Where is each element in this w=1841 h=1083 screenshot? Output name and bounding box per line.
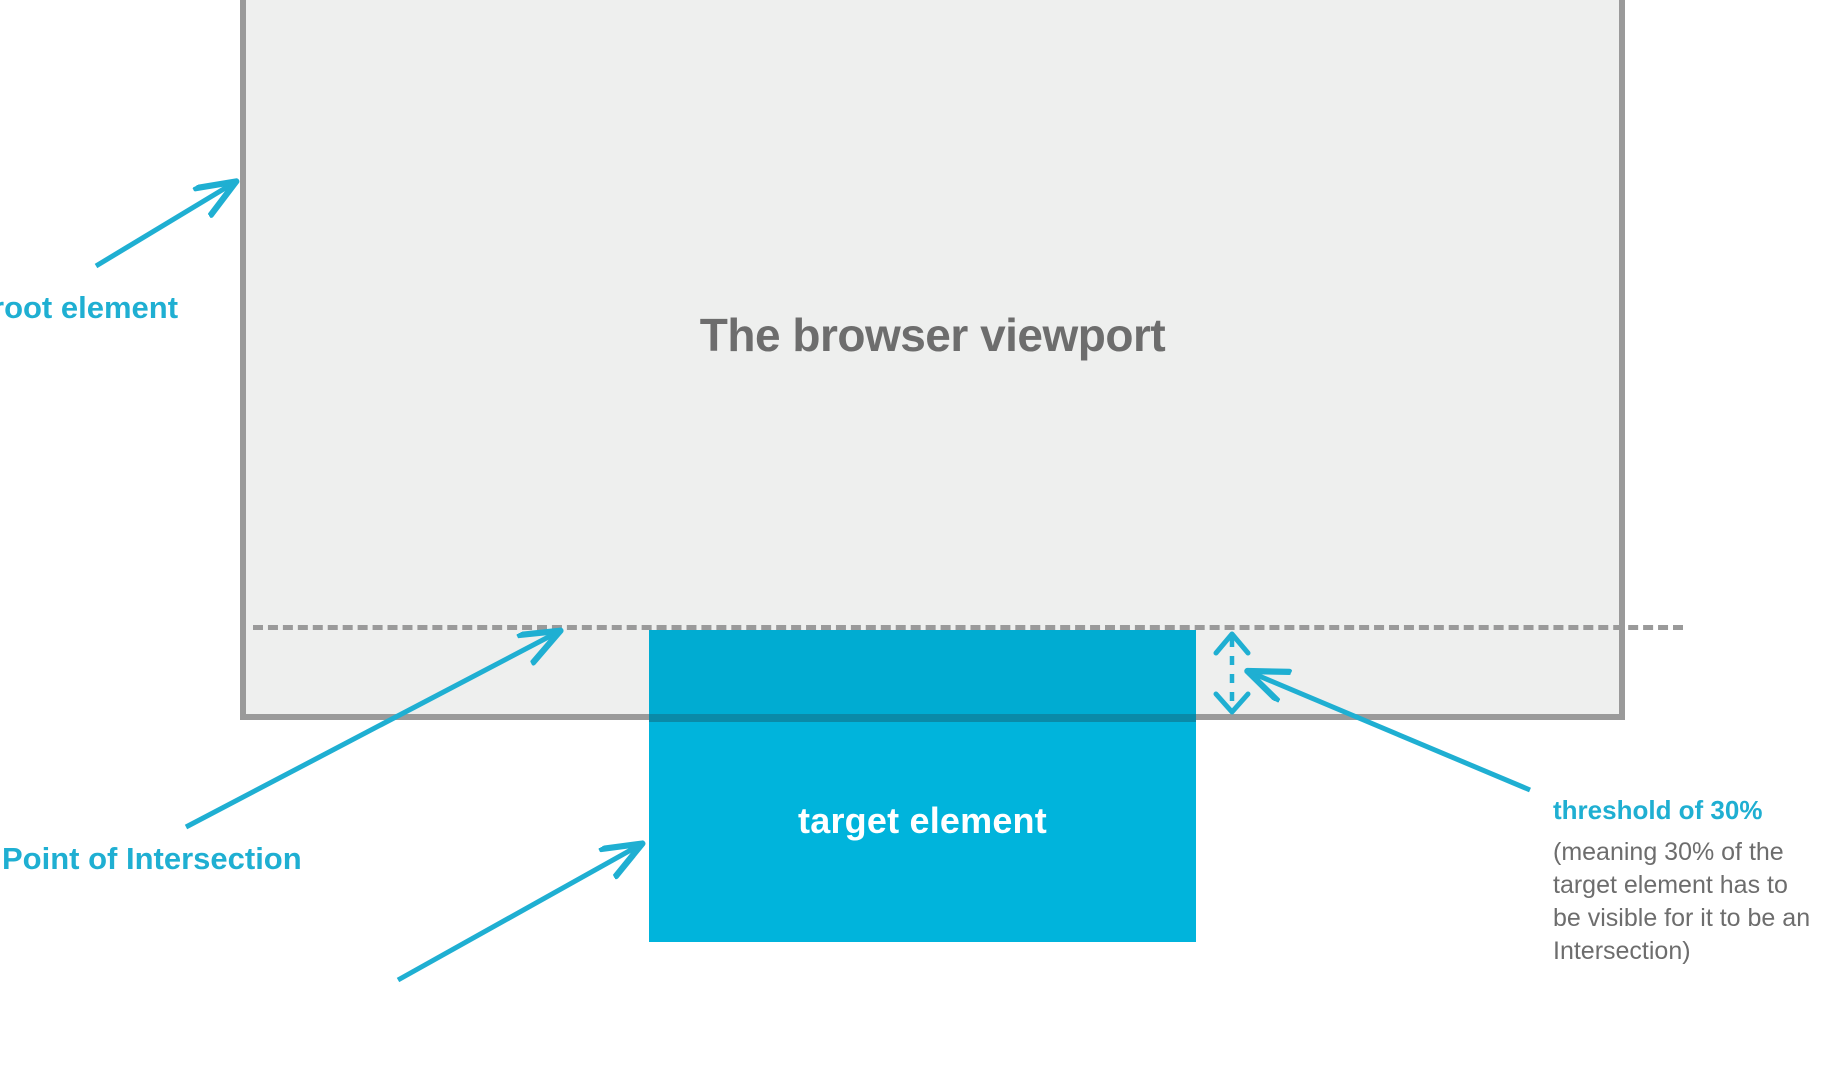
browser-viewport-box: The browser viewport xyxy=(240,0,1625,720)
viewport-label: The browser viewport xyxy=(699,309,1166,361)
observed-element-arrow xyxy=(396,846,638,983)
viewport-bottom-border-crossing xyxy=(649,714,1196,722)
root-element-arrow xyxy=(94,184,232,269)
target-element-overlap-tint xyxy=(649,630,1196,714)
root-element-label: root element xyxy=(0,290,179,325)
target-element-label: target element xyxy=(798,800,1047,841)
point-of-intersection-label: Point of Intersection xyxy=(2,841,302,876)
threshold-dashed-line xyxy=(253,625,1683,630)
threshold-title-label: threshold of 30% xyxy=(1553,795,1763,825)
observed-element-label: Observed element (target element) xyxy=(160,1003,470,1083)
threshold-description-text: (meaning 30% of the target element has t… xyxy=(1553,838,1811,965)
target-element-box: target element xyxy=(649,630,1196,942)
